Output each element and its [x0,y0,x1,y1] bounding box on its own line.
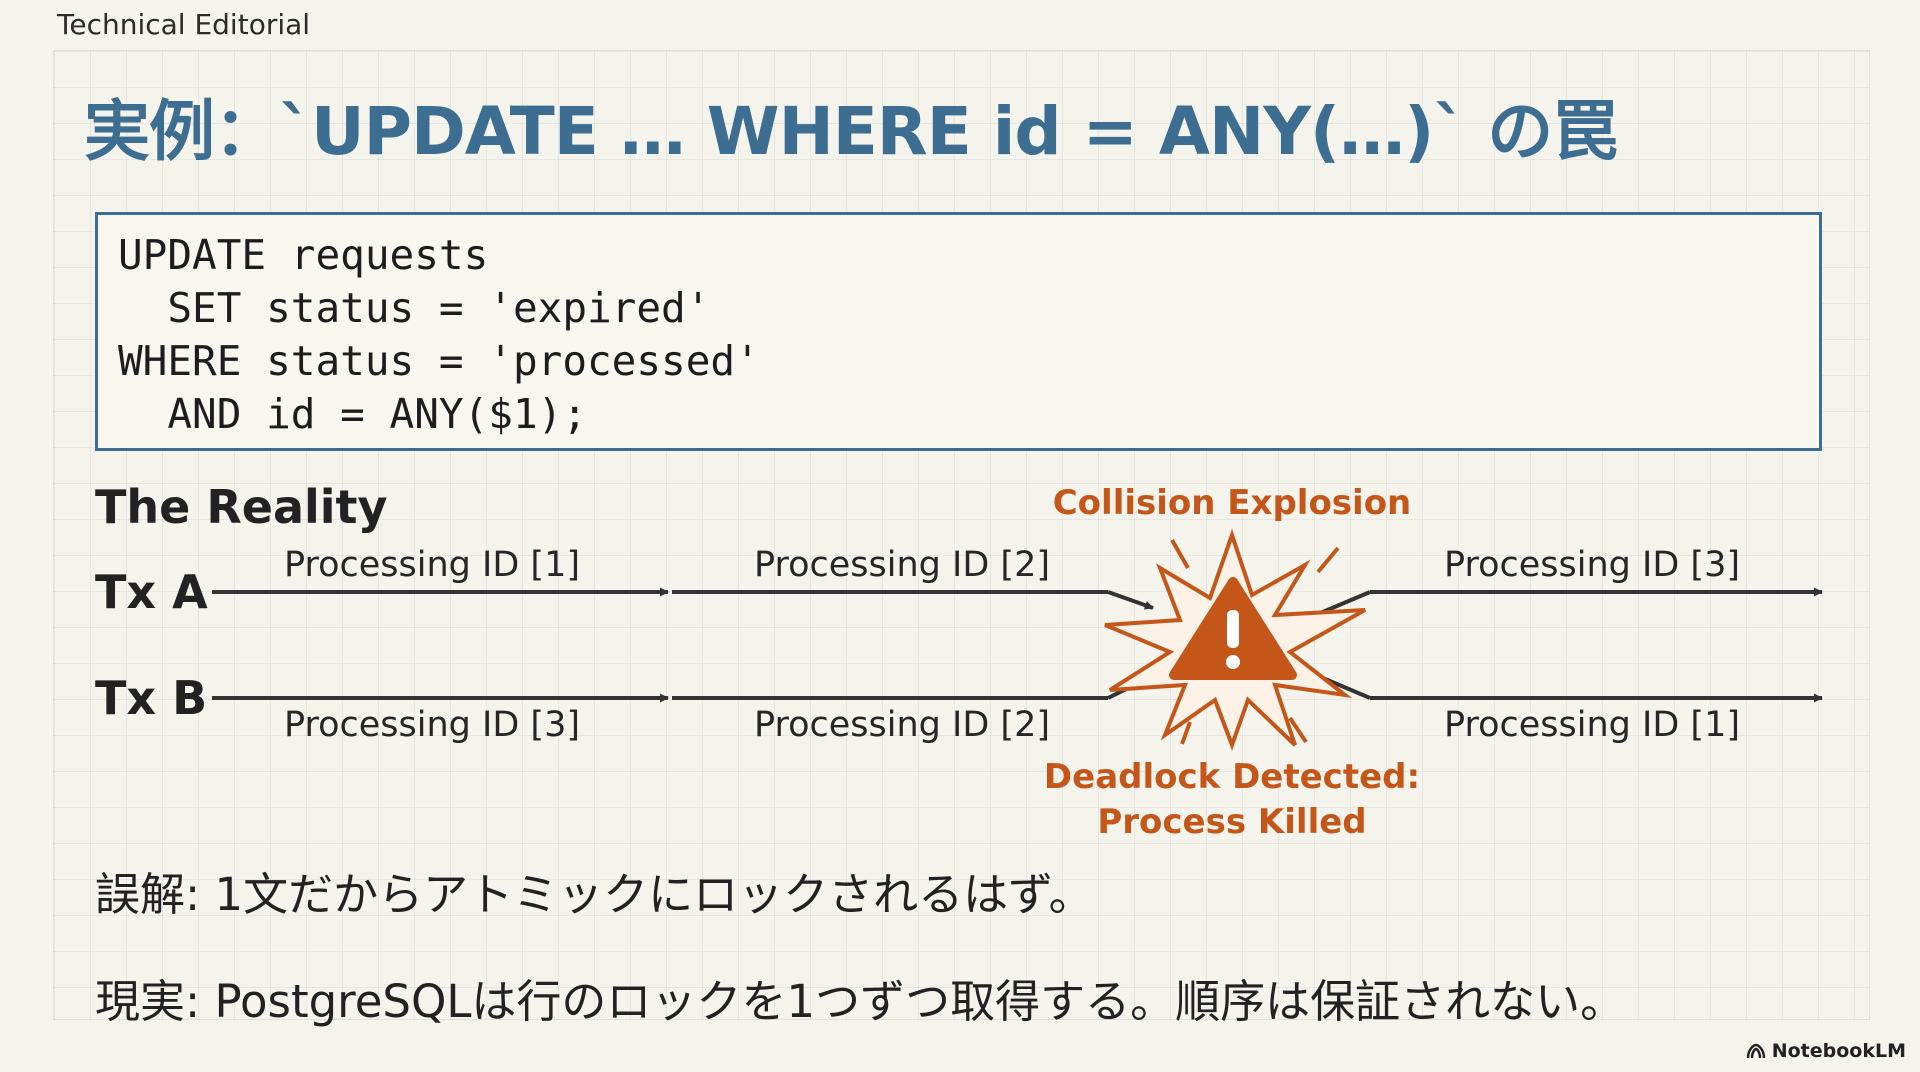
tx-b-step-1: Processing ID [3] [284,705,580,745]
reality-note: 現実: PostgreSQLは行のロックを1つずつ取得する。順序は保証されない。 [95,975,1626,1028]
slide-title: 実例：`UPDATE … WHERE id = ANY(…)` の罠 [84,93,1618,170]
code-line: AND id = ANY($1); [118,390,587,438]
notebooklm-logo-icon [1746,1043,1765,1059]
tx-a-label: Tx A [95,565,208,619]
misconception-note: 誤解: 1文だからアトミックにロックされるはず。 [95,868,1094,921]
deadlock-label-line1: Deadlock Detected: [1043,757,1421,797]
code-line: SET status = 'expired' [118,284,711,332]
code-line: UPDATE requests [118,231,489,279]
footer-brand: NotebookLM [1746,1040,1906,1062]
header-label: Technical Editorial [57,8,311,41]
code-line: WHERE status = 'processed' [118,337,760,385]
tx-b-label: Tx B [95,671,208,725]
tx-a-step-3: Processing ID [3] [1444,545,1740,585]
tx-a-step-2: Processing ID [2] [754,545,1050,585]
reality-heading: The Reality [95,480,388,534]
collision-label: Collision Explosion [1052,483,1412,523]
tx-b-step-2: Processing ID [2] [754,705,1050,745]
tx-a-arrow-2-head [1107,590,1154,610]
tx-b-step-3: Processing ID [1] [1444,705,1740,745]
footer-brand-label: NotebookLM [1771,1040,1906,1062]
code-block: UPDATE requests SET status = 'expired' W… [95,212,1822,451]
tx-a-step-1: Processing ID [1] [284,545,580,585]
warning-icon [1169,577,1297,680]
deadlock-label-line2: Process Killed [1097,802,1367,842]
